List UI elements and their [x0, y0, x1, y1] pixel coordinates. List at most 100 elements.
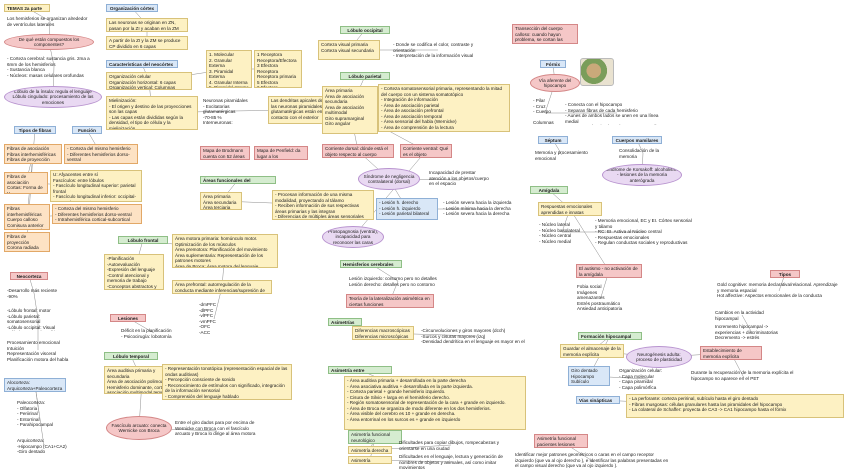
node-neuronas-origen: Las neuronas se originan en ZN, pasan po…	[106, 18, 188, 32]
node-capas-1: 1. Molecular 2. Granular Externa 3. Pira…	[206, 50, 252, 88]
node-septum-desc: Memoria y procesamiento emocional	[535, 150, 588, 161]
node-fibras-proyeccion: Fibras de proyección Corona radiada Cáps…	[4, 232, 50, 252]
node-formacion-hipocampal: Formación hipocampal	[578, 332, 642, 340]
node-hemisferios: Los hemisferios se organizan alrededor d…	[7, 16, 88, 27]
node-cambios: Cambios en la actividad hipocampal	[715, 310, 764, 321]
node-transeccion: Transección del cuerpo calloso: cuando h…	[512, 24, 578, 44]
node-amigdala-desc: Respuestas emocionales aprendidas e inna…	[538, 202, 602, 216]
node-nucleos-desc: - Memoria emocional, EC y EI. Córtex sen…	[595, 218, 692, 245]
node-dificultades-copiar: Dificultades para copiar dibujos, rompec…	[399, 440, 500, 451]
node-prosopagnosia: Prosopagnosia (ventral), incapacidad par…	[322, 226, 384, 248]
node-lobulo-frontal: Lóbulo frontal	[118, 236, 168, 244]
node-paleocorteza: Paleocorteza: - Olfatoria - Periirinal -…	[17, 400, 54, 427]
node-fibras-asociacion: Fibras de asociación Cortas: Forma de U …	[4, 172, 48, 194]
node-organizacion-celular: Organización celular: - Capa molecular -…	[619, 368, 663, 390]
node-neuronas-piramidales: Neuronas piramidales - Excitatorias glut…	[203, 98, 248, 125]
node-fasciculo-arcuato: Fascículo arcuato: conecta Wernicke con …	[106, 416, 172, 440]
node-dificultades-lenguaje: Dificultades en el lenguaje, lectura y g…	[399, 454, 503, 470]
node-asim-funcional: Asimetría funcional neurológico	[348, 430, 402, 444]
node-corteza-cerebral: - Corteza cerebral: sustancia gris. 2ma …	[7, 56, 90, 78]
node-asim-entre-desc: - Área auditiva primaria + desarrollada …	[344, 376, 526, 430]
node-corriente-dorsal: Corriente dorsal: dónde está el objeto r…	[322, 144, 394, 158]
node-asim-izquierda: Asimetría izquierda	[348, 456, 392, 464]
node-autismo-desc: Fobia social Imágenes amenazantes Estrés…	[577, 284, 623, 311]
node-capas-2: 1 Receptora Receptora/Efectora 3 Efector…	[254, 50, 302, 88]
node-asim-desc: -Circunvoluciones y giros mayores (dcch)…	[421, 328, 525, 345]
node-lobulo-parietal: Lóbulo parietal	[340, 72, 390, 80]
node-lobulo-limbico: Lóbulo de la ínsula: regula el lenguaje …	[4, 86, 102, 108]
node-fornix: Fórnix	[540, 60, 566, 68]
node-neocorteza: Neocorteza	[10, 272, 48, 280]
node-fornix-parts: - Pilar - Cruz - Cuerpo Columnas	[533, 98, 554, 125]
node-areas-list: Área primaria Área secundaria Área terci…	[200, 192, 242, 210]
node-lesion-desc: - Lesión severa hacia la izquierda - Les…	[443, 200, 512, 216]
node-par-list: Área primaria Área de asociación secunda…	[322, 86, 378, 134]
node-asimetrias: Asimetrías	[328, 318, 362, 326]
connector-corriente-ventral-to-prosopagnosia	[352, 150, 427, 238]
node-funcion-list-2: - Corteza del mismo hemisferio - Diferen…	[52, 204, 142, 224]
node-lobulo-occipital: Lóbulo occipital	[340, 26, 390, 34]
node-semana: A partir de la ZI y la ZM se produce CP …	[106, 36, 188, 50]
node-areas-desc: - Procesan información de una misma moda…	[272, 190, 374, 220]
connector-amigdala-desc-to-autismo	[569, 208, 610, 272]
node-korsakoff: Síndrome de Korsakoff: alcoholismo - les…	[602, 164, 682, 186]
node-mielinizacion: Mielinización: - El origen y destino de …	[106, 96, 198, 130]
node-neocorteza-pct: -Desarrollo más reciente -90%	[7, 288, 58, 299]
node-funcion: Función	[72, 126, 102, 134]
node-giro-dentado: Giro dentado Hipocampo Subículo	[568, 366, 610, 386]
node-sindrome-negligencia: Síndrome de negligencia contralateral (d…	[358, 168, 420, 190]
node-arquicorteza: Arquicorteza: -Hipocampo (CA1+CA2) -Giro…	[17, 438, 67, 454]
node-establecimiento: Establecimiento de memoria explícita	[700, 346, 762, 360]
node-frontal-areas: Área motora primaria: homúnculo motor. O…	[172, 234, 278, 268]
node-prefrontal: Área prefrontal: autorregulación de la c…	[172, 280, 272, 294]
node-lobulos-list: -Lóbulo frontal: motor -Lóbulo parietal:…	[7, 308, 60, 331]
node-organizacion-list: Organización celular Organización horizo…	[106, 72, 192, 90]
node-caracteristicas-neocortex: Características del neocórtex	[106, 60, 178, 68]
node-fibras-interhemisfericas: Fibras interhemisféricas Cuerpo calloso …	[4, 204, 50, 230]
node-asim-derecha: Asimetría derecha	[348, 446, 392, 454]
connector-neocorteza-pct-to-lobulos-list	[33, 292, 39, 320]
node-fasciculos: U: Afyacentes entre sí Fascículos: entre…	[50, 170, 142, 202]
node-lesiones: Lesiones	[110, 314, 146, 322]
node-occ-desc: - Donde se codifica el color, contraste …	[393, 42, 474, 58]
node-durante: Durante la recuperación de la memoria ex…	[691, 370, 794, 381]
node-vias-sinapticas: Vías sinápticas	[576, 396, 620, 404]
node-fornix-desc2: - Conecta con el hipocampo - Separan fib…	[565, 102, 665, 125]
node-componentes-question: De qué están compuestos los componentes?	[4, 34, 94, 50]
page-title: TEMAS 2a parte	[4, 4, 50, 12]
connector-alocorteza-to-arquicorteza	[34, 384, 45, 447]
node-deficit: Déficit en la planificación - Psicocirug…	[121, 328, 172, 339]
node-lobulo-temporal: Lóbulo temporal	[104, 352, 158, 360]
node-nucleos: - Núcleo lateral - Núcleo basolateral - …	[539, 222, 580, 244]
fornix-image	[580, 58, 614, 86]
connector-cambios-to-incremento	[741, 314, 753, 334]
node-fornix-desc: Vía aferente del hipocampo	[530, 74, 580, 92]
node-neurogenesis: Neurogénesis adulta: proceso de plastici…	[626, 346, 692, 368]
node-planificacion: -Planificación -Autoevaluación -Expresió…	[104, 254, 164, 290]
node-brodmann: Mapa de Brodmann cuenta con 52 áreas	[200, 146, 250, 160]
node-teoria: Teoría de la lateralización asimétrica e…	[346, 294, 434, 308]
node-corriente-ventral: Corriente ventral: Qué es el objeto	[400, 144, 452, 158]
node-septum: Séptum	[538, 136, 568, 144]
node-guardar: Guardar el almacenaje de la memoria expl…	[560, 344, 624, 358]
node-procesamiento: Procesamiento emocional Intuición Repres…	[7, 340, 69, 362]
node-temporal-desc: - Representación tonotópica (representac…	[162, 364, 292, 400]
node-hem-desc: Lesión izquierdo: contorno pero no detal…	[349, 276, 437, 287]
node-alocorteza: Alocorteza: Arquicorteza+Paleocorteza	[4, 378, 66, 392]
node-entre: Entre el giro dados para por encima de W…	[175, 420, 256, 436]
node-amigdala: Amígdala	[530, 186, 568, 194]
node-occ-list: Corteza visual primaria Corteza visual s…	[318, 40, 380, 60]
node-identificar: Identificar mejor patrones geométricos o…	[515, 452, 669, 468]
node-incapacidad: Incapacidad de prestar atención a los ob…	[429, 170, 489, 186]
node-organizacion-cortex: Organización córtex	[106, 4, 158, 12]
node-hemisferios-cerebrales: Hemisferios cerebrales	[340, 260, 402, 268]
node-fibras-list: Fibras de asociación Fibras interhemisfé…	[4, 144, 62, 164]
node-penfield: Mapa de Penfield: da lugar a los homúncu…	[254, 146, 308, 160]
node-tipos-fibras: Tipos de fibras	[14, 126, 56, 134]
node-incremento: Incremento hipocampal -> experiencias + …	[715, 324, 778, 340]
node-asim-list: Diferencias macroscópicas Diferencias mi…	[352, 326, 414, 340]
node-asim-entre: Asimetría entre hemisferios	[328, 366, 392, 374]
node-tipos: Tipos	[770, 270, 800, 278]
node-asim-pacientes: Asimetría funcional pacientes lesiones	[534, 434, 588, 448]
node-tipos-desc: Gold cognitive: memoria declarativa/rela…	[717, 282, 838, 298]
